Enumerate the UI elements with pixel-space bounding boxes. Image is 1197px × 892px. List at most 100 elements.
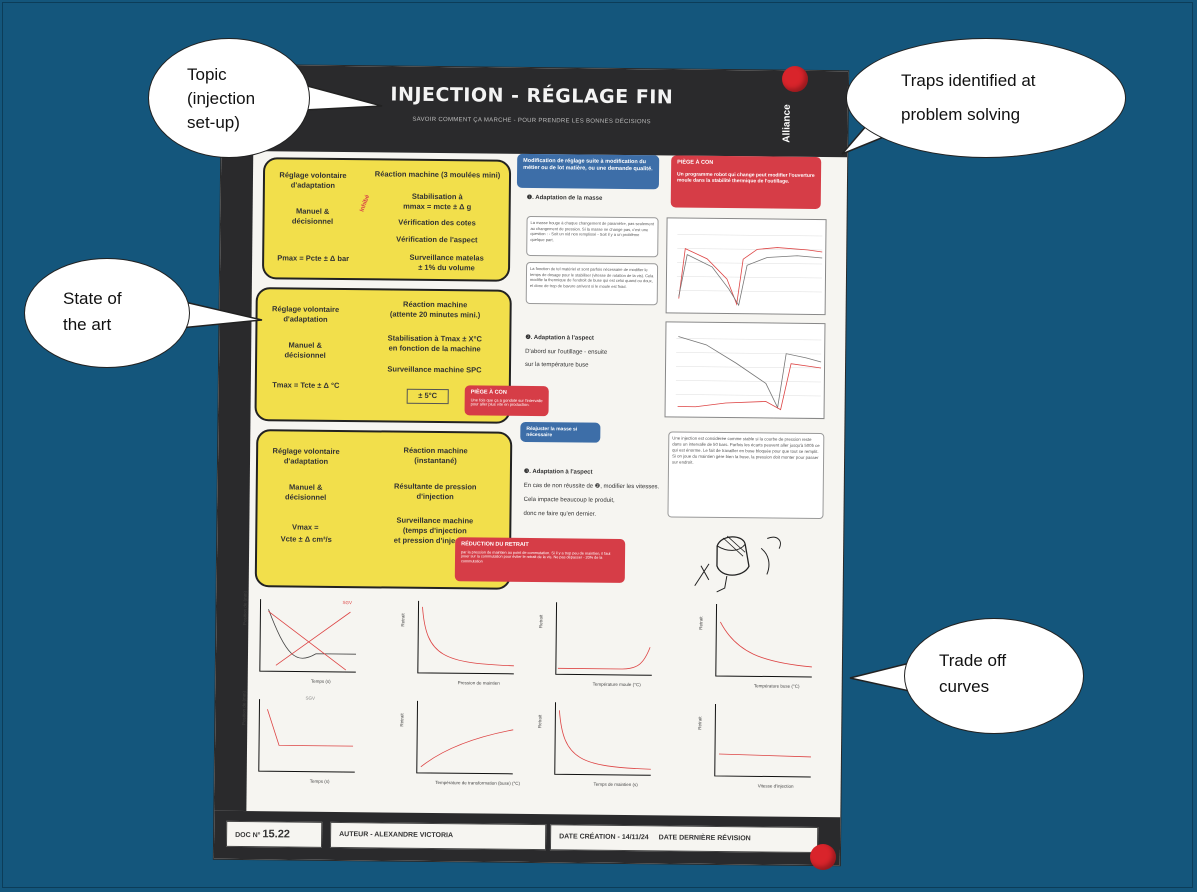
box1-right1: Réaction machine (3 moulées mini) [374, 169, 501, 180]
callout-trade-off: Trade off curves [904, 618, 1084, 734]
note-dosage: La fonction de tel matériel et sont parf… [525, 261, 659, 306]
callout-traps-line1: Traps identified at [901, 71, 1036, 90]
trap-card-mid: PIÈGE À CON Une fois que ça a gondolé su… [464, 385, 549, 417]
callout-traps: Traps identified at problem solving [846, 38, 1126, 158]
callout-state-line2: the art [63, 315, 112, 334]
box3-right6: (temps d'injection [402, 525, 467, 536]
box2-left3: Manuel & [288, 340, 322, 350]
tradeoff-1-tag: SGV [342, 600, 353, 606]
date-revised: DATE DERNIÈRE RÉVISION [658, 834, 751, 843]
pressure-curve-svg [676, 234, 823, 307]
tradeoff-8-svg [714, 703, 811, 778]
doc-number: 15.22 [262, 828, 291, 841]
tradeoff-chart-8: Vitesse d'injection Retrait [697, 700, 822, 789]
tradeoff-chart-6: Température de transformation (buse) (°C… [399, 697, 524, 786]
box2-left2: d'adaptation [283, 314, 328, 324]
doc-number-box: DOC N° 15.22 [225, 820, 323, 848]
tradeoff-8-xlabel: Vitesse d'injection [757, 783, 794, 789]
tradeoff-5-tag: SGV [305, 695, 316, 701]
box1-left1: Réglage volontaire [279, 170, 347, 181]
tradeoff-4-svg [715, 603, 812, 678]
pressure-curve-chart [665, 217, 827, 316]
box1-left5: Pmax = Pcte ± Δ bar [277, 253, 350, 264]
box2-right5: Surveillance machine SPC [387, 364, 482, 375]
callout-state-line1: State of [63, 289, 122, 308]
box1-right3: mmax = mcte ± Δ g [403, 201, 472, 212]
note-stability: Une injection est considérée comme stabl… [667, 431, 825, 520]
brand-logo: Alliance [781, 104, 793, 143]
tradeoff-chart-7: Temps de maintien (s) Retrait [537, 698, 662, 787]
tradeoff-5-svg [258, 699, 355, 773]
box3-left6: Vcte ± Δ cm³/s [280, 534, 332, 544]
doc-label: DOC N° [235, 831, 261, 840]
step-2-title: ❷. Adaptation à l'aspect [525, 334, 594, 342]
tradeoff-4-ylabel: Retrait [698, 616, 704, 630]
step-1: ❶. Adaptation de la masse [526, 194, 603, 202]
tradeoff-6-ylabel: Retrait [399, 713, 405, 727]
box1-left2: d'adaptation [290, 180, 336, 190]
tradeoff-chart-1: SGV Temps (s) Position de (mm) [242, 591, 367, 684]
author-box: AUTEUR - ALEXANDRE VICTORIA [329, 821, 547, 851]
callout-traps-line2: problem solving [901, 105, 1021, 124]
shrinkage-card: RÉDUCTION DU RETRAIT par la pression de … [454, 537, 626, 583]
shrinkage-body: par la pression de maintien au point de … [460, 549, 611, 564]
tradeoff-6-xlabel: Température de transformation (buse) (°C… [435, 780, 521, 786]
tradeoff-3-xlabel: Température moule (°C) [592, 681, 641, 688]
box2-left4: décisionnel [284, 350, 326, 360]
tradeoff-7-xlabel: Temps de maintien (s) [593, 781, 638, 788]
box3-left4: décisionnel [284, 492, 327, 502]
box1-left4: décisionnel [291, 216, 334, 226]
process-box-pressure: Réglage volontaire d'adaptation Manuel &… [261, 157, 512, 282]
box1-right4: Vérification des cotes [398, 217, 476, 228]
box2-right1: Réaction machine [403, 299, 468, 310]
box3-right2: (instantané) [414, 455, 457, 466]
callout-state-of-art: State of the art [24, 258, 190, 368]
tradeoff-3-ylabel: Retrait [538, 614, 544, 629]
tradeoff-chart-4: Température buse (°C) Retrait [698, 600, 823, 689]
trap-mid-body: Une fois que ça a gondolé sur l'interval… [470, 396, 543, 408]
tradeoff-chart-2: Pression de maintien Retrait [400, 597, 525, 686]
tradeoff-3-svg [555, 602, 652, 676]
tradeoff-6-svg [416, 700, 514, 775]
pin-top-right [782, 66, 808, 92]
tradeoff-2-ylabel: Retrait [400, 613, 406, 627]
step-2-line2: sur la température buse [525, 361, 589, 369]
callout-topic: Topic (injection set-up) [148, 38, 310, 158]
note-mass: La masse bouge à chaque changement de pa… [526, 215, 659, 258]
step-3-line2: Cela impacte beaucoup le produit, [523, 496, 615, 504]
speed-curve-svg [675, 336, 822, 411]
box1-right5: Vérification de l'aspect [396, 234, 478, 245]
box3-right4: d'injection [416, 491, 454, 502]
box3-left1: Réglage volontaire [272, 446, 340, 456]
callout-topic-line3: set-up) [187, 113, 240, 132]
tradeoff-2-svg [417, 600, 514, 675]
callout-topic-line2: (injection [187, 89, 256, 108]
tradeoff-4-xlabel: Température buse (°C) [753, 683, 800, 689]
pin-bottom-right [810, 844, 836, 870]
poster-footer: DOC N° 15.22 AUTEUR - ALEXANDRE VICTORIA… [213, 810, 841, 866]
box1-left3: Manuel & [295, 206, 330, 216]
tradeoff-8-ylabel: Retrait [697, 716, 703, 730]
readjust-card: Réajuster la masse si nécessaire [520, 421, 601, 443]
box2-right2: (attente 20 minutes mini.) [389, 309, 481, 320]
callout-trade-line2: curves [939, 677, 990, 696]
poster: INJECTION - RÉGLAGE FIN SAVOIR COMMENT Ç… [213, 64, 849, 866]
box3-left5: Vmax = [292, 522, 319, 532]
step-2-line1: D'abord sur l'outillage - ensuite [525, 348, 608, 356]
box1-right7: ± 1% du volume [418, 262, 475, 273]
tradeoff-1-ylabel: Position de (mm) [242, 590, 248, 626]
step-3-title: ❸. Adaptation à l'aspect [523, 468, 593, 476]
box3-right1: Réaction machine [403, 445, 468, 456]
tradeoff-chart-5: SGV Temps (s) Position de (mm) [241, 691, 366, 784]
tradeoff-chart-3: Température moule (°C) Retrait [538, 598, 663, 687]
step-3-line1: En cas de non réussite de ❷, modifier le… [523, 482, 660, 491]
step-3-line3: donc ne faire qu'en dernier. [523, 510, 597, 518]
shrinkage-title: RÉDUCTION DU RETRAIT [461, 541, 529, 548]
trap-top-title: PIÈGE À CON [677, 159, 714, 166]
date-created: DATE CRÉATION - 14/11/24 [559, 833, 649, 842]
tradeoff-1-svg [259, 599, 357, 673]
trade-bubble-tail [849, 661, 915, 693]
sketch-drawing [694, 535, 781, 593]
callout-trade-line1: Trade off [939, 651, 1007, 670]
